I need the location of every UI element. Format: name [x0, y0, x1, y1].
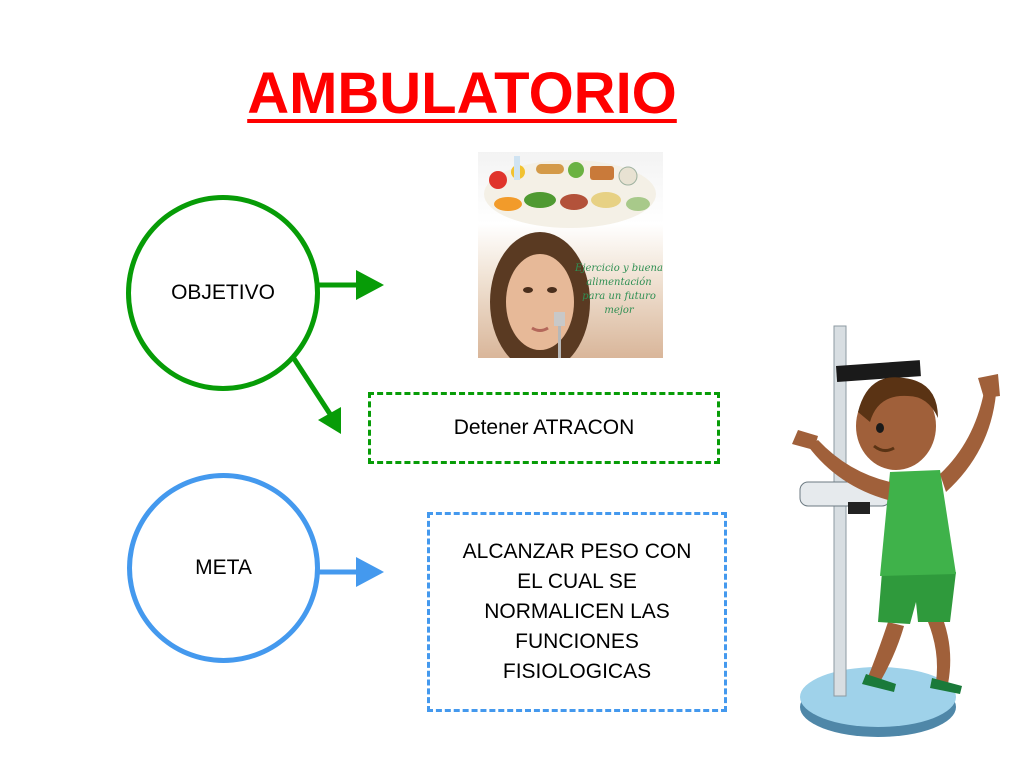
- caption-line: mejor: [604, 305, 634, 316]
- slide-title: AMBULATORIO: [247, 61, 677, 126]
- detener-label: Detener ATRACON: [453, 416, 635, 439]
- food-image-caption: Ejercicio y buena alimentación para un f…: [574, 262, 663, 318]
- arrowhead-objetivo-to-detener: [318, 407, 341, 434]
- arrowhead-meta-to-alcanzar: [356, 557, 384, 587]
- alcanzar-box: ALCANZAR PESO CON EL CUAL SE NORMALICEN …: [427, 512, 727, 712]
- alcanzar-line: EL CUAL SE: [517, 570, 637, 593]
- detener-box: Detener ATRACON: [368, 392, 720, 464]
- objetivo-label: OBJETIVO: [171, 281, 275, 304]
- alcanzar-text: ALCANZAR PESO CON EL CUAL SE NORMALICEN …: [463, 537, 692, 687]
- objetivo-circle: OBJETIVO: [126, 195, 320, 391]
- healthy-food-woman-image: Ejercicio y buena alimentación para un f…: [478, 152, 663, 358]
- alcanzar-line: FISIOLOGICAS: [502, 660, 652, 683]
- meta-label: META: [195, 556, 252, 579]
- food-illustration: [484, 156, 656, 358]
- alcanzar-line: NORMALICEN LAS: [484, 600, 670, 623]
- caption-line: Ejercicio y buena: [575, 263, 663, 274]
- child-on-scale-illustration: [792, 325, 1000, 737]
- caption-line: para un futuro: [582, 291, 656, 302]
- alcanzar-line: FUNCIONES: [515, 630, 639, 653]
- caption-line: alimentación: [586, 277, 652, 288]
- alcanzar-line: ALCANZAR PESO CON: [462, 540, 692, 563]
- arrowhead-objetivo-to-image: [356, 270, 384, 300]
- arrow-objetivo-to-detener: [288, 352, 333, 416]
- meta-circle: META: [127, 473, 320, 663]
